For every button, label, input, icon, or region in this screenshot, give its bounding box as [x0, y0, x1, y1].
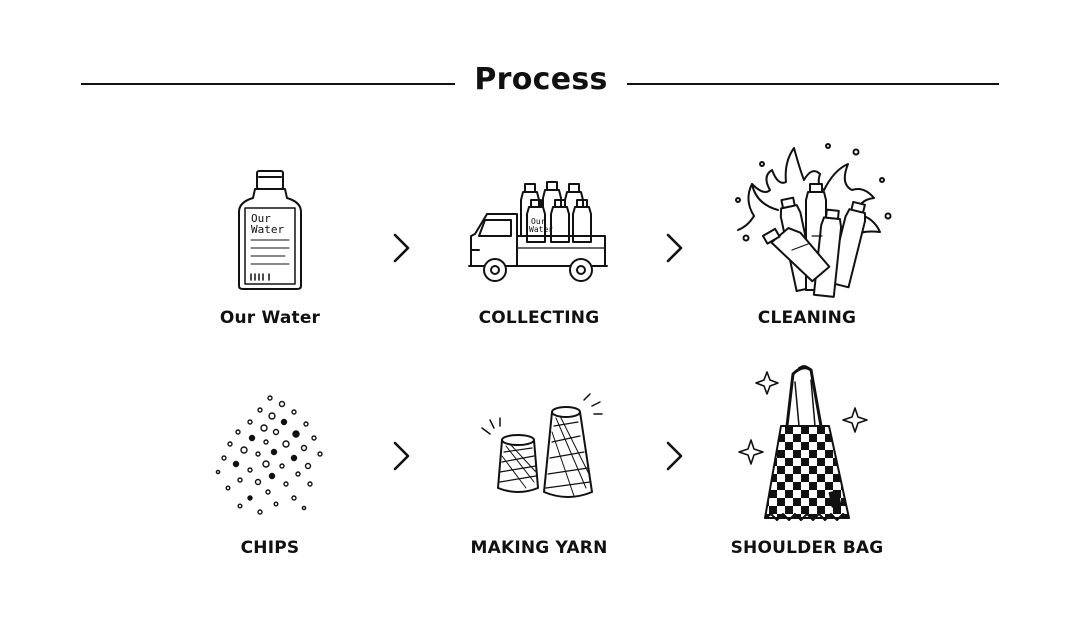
svg-text:Our: Our	[251, 212, 271, 225]
plastic-chips-icon	[215, 395, 323, 515]
header-rule-right	[627, 83, 999, 85]
step-label-our-water: Our Water	[219, 308, 321, 328]
svg-text:Water: Water	[251, 223, 284, 236]
step-our-water: Our Water	[160, 168, 380, 293]
step-cleaning	[698, 140, 918, 298]
step-label-collecting: COLLECTING	[478, 308, 600, 328]
svg-text:Water: Water	[529, 225, 553, 234]
water-bottle-icon: Our Water	[238, 170, 302, 290]
page-title: Process	[474, 62, 608, 97]
step-label-shoulder-bag: SHOULDER BAG	[730, 538, 884, 558]
step-label-chips: CHIPS	[240, 538, 300, 558]
checkered-bag-icon	[738, 365, 868, 521]
step-label-cleaning: CLEANING	[757, 308, 857, 328]
step-label-making-yarn: MAKING YARN	[470, 538, 608, 558]
yarn-spools-icon	[481, 393, 603, 498]
truck-with-bottles-icon: Our Water	[468, 181, 608, 282]
chevron-right-icon	[393, 441, 410, 471]
svg-text:Our: Our	[531, 217, 546, 226]
step-making-yarn	[430, 392, 650, 504]
process-header: Process	[0, 0, 1080, 130]
step-collecting: Our Water	[430, 178, 650, 286]
chevron-right-icon	[666, 233, 683, 263]
step-shoulder-bag	[697, 362, 917, 524]
chevron-right-icon	[666, 441, 683, 471]
chevron-right-icon	[393, 233, 410, 263]
header-rule-left	[81, 83, 455, 85]
step-chips	[160, 388, 380, 520]
splashing-bottles-icon	[735, 143, 892, 298]
